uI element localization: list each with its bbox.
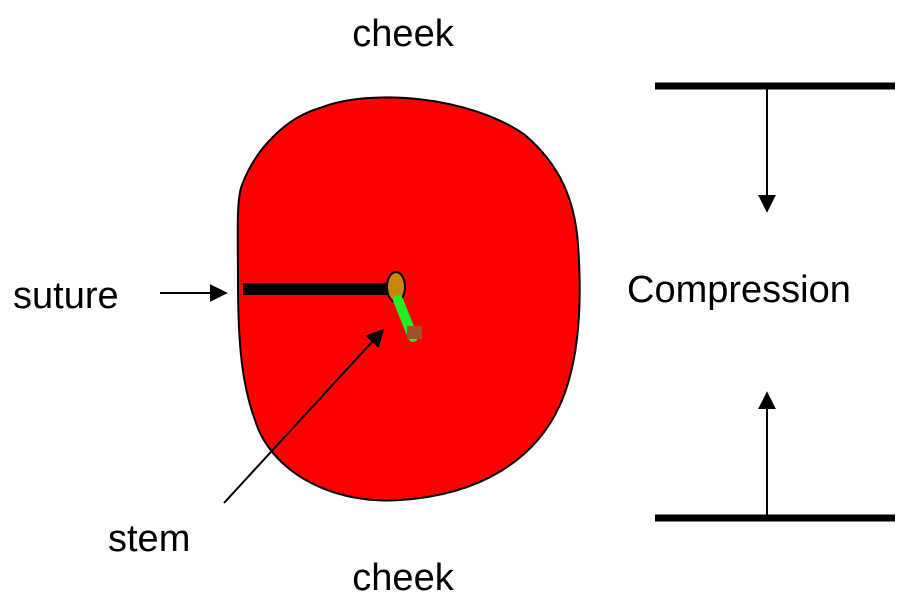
fruit-outline	[236, 96, 581, 502]
stem-arrow	[223, 328, 385, 504]
cheek-bottom-label: cheek	[352, 557, 454, 593]
cheek-top-label: cheek	[352, 13, 454, 55]
stem-label: stem	[108, 518, 190, 560]
suture-line	[243, 283, 393, 295]
suture-label: suture	[13, 275, 119, 317]
compression-label: Compression	[627, 269, 851, 311]
stem-tip	[407, 326, 422, 339]
